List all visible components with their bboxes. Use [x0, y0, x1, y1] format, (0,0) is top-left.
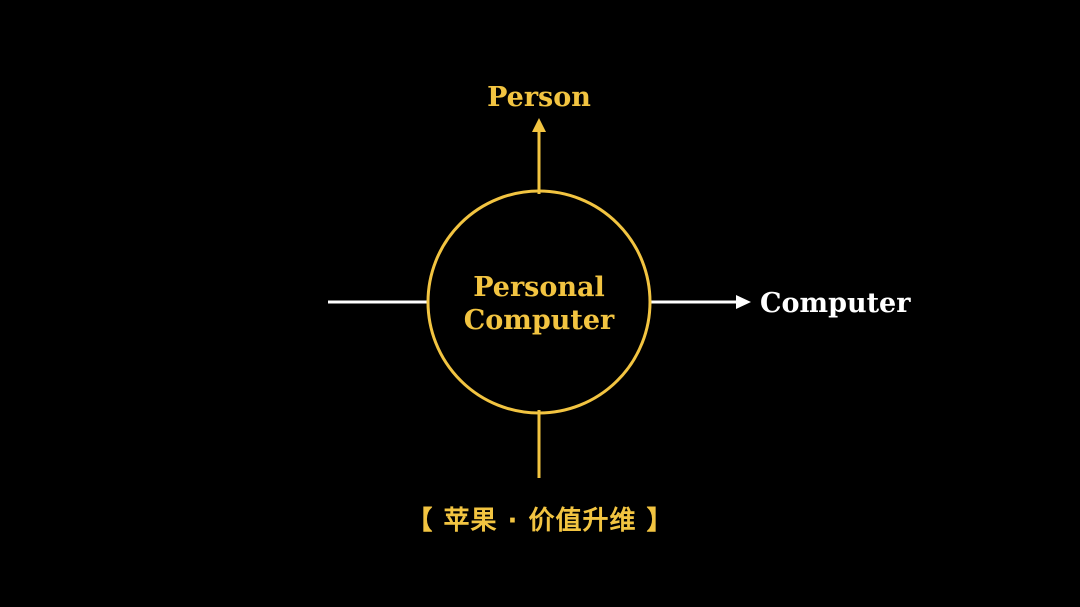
top-label: Person — [487, 82, 591, 113]
center-label-line2: Computer — [464, 305, 615, 336]
center-label-line1: Personal — [473, 272, 605, 303]
center-circle — [426, 189, 652, 415]
arrow-up-icon — [532, 118, 546, 132]
caption: 【 苹果 · 价值升维 】 — [406, 506, 674, 536]
arrow-right-icon — [736, 295, 751, 309]
right-label: Computer — [760, 288, 911, 319]
